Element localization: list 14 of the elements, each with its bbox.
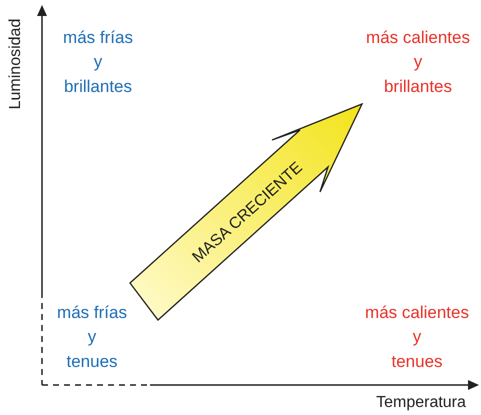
- region-label: y: [412, 327, 422, 347]
- region-label: tenues: [66, 352, 118, 372]
- axis-title: Temperatura: [376, 394, 466, 412]
- region-label: y: [88, 327, 96, 347]
- region-label: tenues: [391, 352, 443, 372]
- region-label: y: [94, 52, 102, 72]
- region-label: brillantes: [64, 77, 132, 97]
- region-label: y: [414, 52, 422, 72]
- region-label: brillantes: [384, 77, 452, 97]
- region-label: más calientes: [365, 303, 469, 323]
- region-label: más frías: [57, 303, 127, 323]
- region-label: más frías: [63, 28, 133, 48]
- axis-title: Luminosidad: [6, 18, 25, 110]
- region-label: más calientes: [366, 28, 470, 48]
